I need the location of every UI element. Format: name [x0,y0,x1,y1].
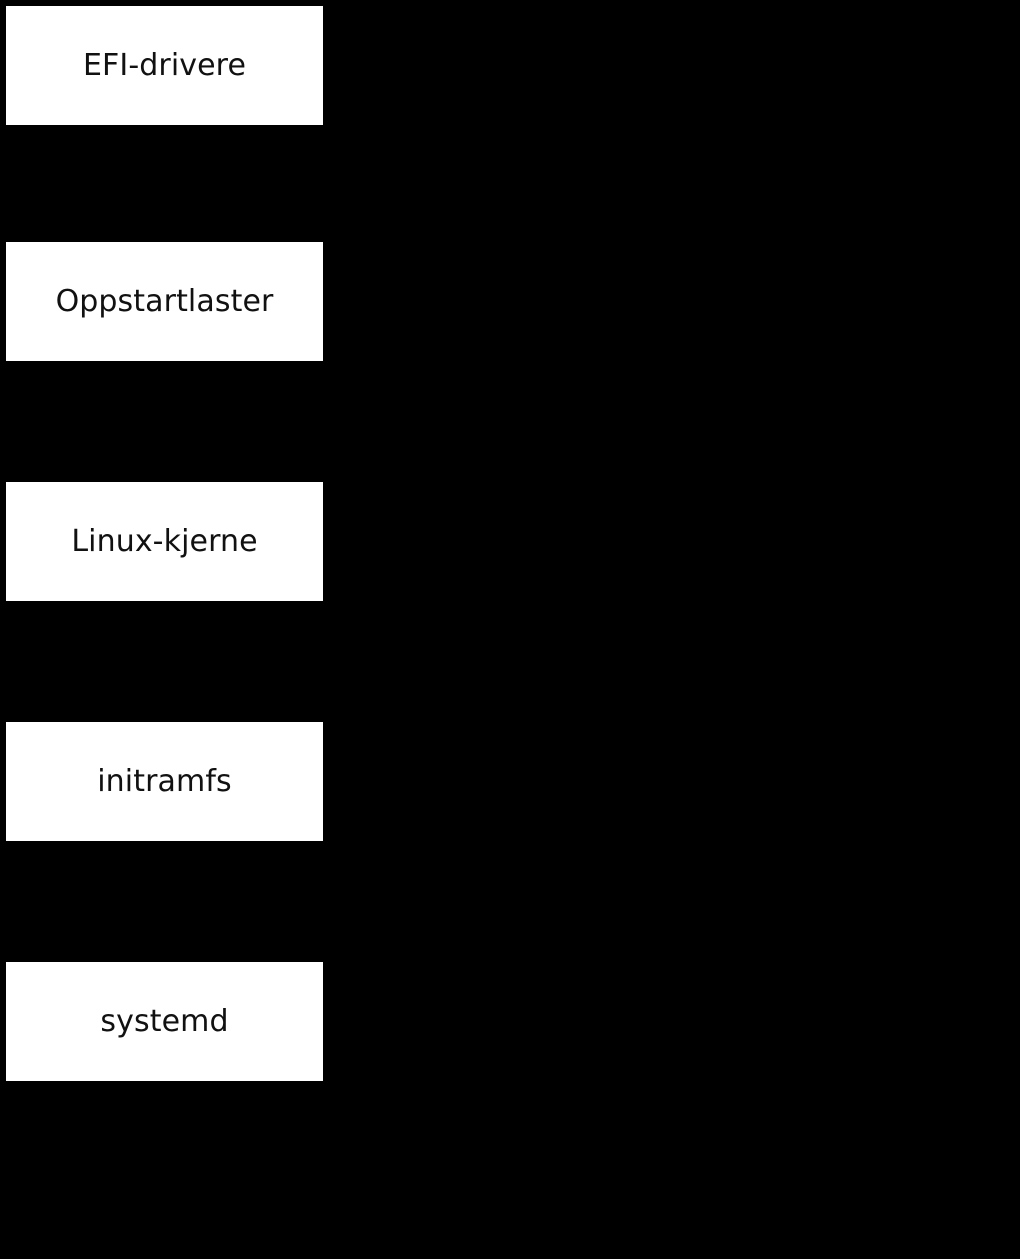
stage-label: initramfs [97,763,232,799]
stage-box-oppstartlaster[interactable]: Oppstartlaster [6,242,323,361]
stage-label: Linux-kjerne [71,523,258,559]
stage-label: Oppstartlaster [55,283,274,319]
stage-box-initramfs[interactable]: initramfs [6,722,323,841]
stage-label: EFI-drivere [82,47,247,83]
stage-box-linux-kjerne[interactable]: Linux-kjerne [6,482,323,601]
stage-box-efi-drivere[interactable]: EFI-drivere [6,6,323,125]
stage-label: systemd [100,1003,229,1039]
stage-box-systemd[interactable]: systemd [6,962,323,1081]
